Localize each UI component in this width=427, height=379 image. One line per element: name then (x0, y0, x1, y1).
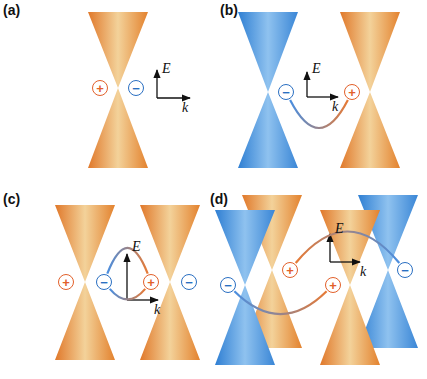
chirality-circle: − (96, 274, 112, 290)
panel-label: (a) (3, 3, 20, 17)
chirality-sign: + (96, 82, 104, 95)
chirality-circle: + (344, 84, 360, 100)
chirality-circle: + (92, 80, 108, 96)
axis-label: E (335, 222, 344, 236)
chirality-sign: − (282, 86, 290, 99)
panel-label: (b) (220, 3, 238, 17)
weyl-cone (320, 210, 380, 365)
chirality-circle: − (181, 274, 197, 290)
chirality-circle: + (143, 274, 159, 290)
fermi-arc (110, 289, 145, 300)
chirality-sign: − (185, 276, 193, 289)
chirality-sign: + (62, 276, 70, 289)
axes (127, 70, 360, 300)
weyl-cone (238, 12, 298, 168)
chirality-sign: + (147, 276, 155, 289)
fermi-arc (296, 232, 400, 264)
chirality-sign: − (401, 264, 409, 277)
weyl-cone (140, 205, 200, 360)
chirality-sign: − (100, 276, 108, 289)
chirality-sign: + (329, 279, 337, 292)
panel-label: (c) (3, 192, 20, 206)
fermi-arc (107, 248, 147, 274)
axis-label: E (312, 62, 321, 76)
chirality-sign: + (286, 264, 294, 277)
chirality-circle: − (220, 277, 236, 293)
weyl-cone (215, 210, 275, 365)
panel-label: (d) (210, 192, 228, 206)
axis-label: E (162, 62, 171, 76)
chirality-sign: − (132, 82, 140, 95)
axis-label: k (154, 303, 160, 317)
fermi-arc (234, 291, 326, 314)
weyl-cone (55, 205, 115, 360)
axis-label: k (360, 265, 366, 279)
chirality-sign: + (348, 86, 356, 99)
chirality-circle: − (278, 84, 294, 100)
chirality-circle: − (128, 80, 144, 96)
chirality-circle: − (397, 262, 413, 278)
axis-label: k (182, 101, 188, 115)
chirality-sign: − (224, 279, 232, 292)
axis-label: k (332, 100, 338, 114)
chirality-circle: + (58, 274, 74, 290)
axis-label: E (132, 240, 141, 254)
fermi-arc (290, 100, 348, 128)
weyl-cone (88, 12, 148, 168)
chirality-circle: + (325, 277, 341, 293)
weyl-cone (340, 12, 400, 168)
chirality-circle: + (282, 262, 298, 278)
